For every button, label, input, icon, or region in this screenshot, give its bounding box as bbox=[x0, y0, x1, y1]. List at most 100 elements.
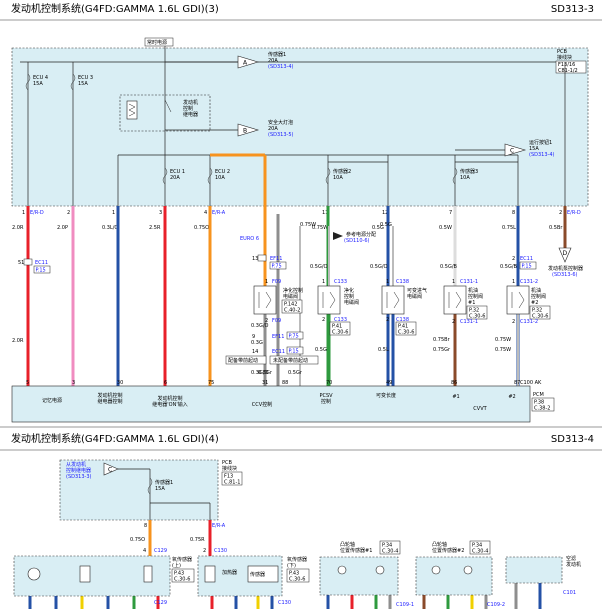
wire-gauge-mid-4: 0.5G/B bbox=[440, 264, 458, 270]
ocv1-ref bbox=[466, 305, 488, 320]
ef11c-pin: 9 bbox=[252, 334, 255, 340]
c138b-pin: 2 bbox=[386, 317, 389, 323]
c138b-name: C138 bbox=[396, 317, 409, 323]
page-header-2: 发动机控制系统(G4FD:GAMMA 1.6L GDI)(4) SD313-4 bbox=[0, 430, 602, 450]
safety-l1: 安全大灯泡 bbox=[268, 119, 293, 126]
pcb-pin-suffix-0: E/R-D bbox=[30, 210, 44, 216]
cam1-p: P.34 bbox=[382, 543, 392, 549]
wire-gauge-mid-1: 0.5G/O bbox=[370, 264, 388, 270]
pcm-box bbox=[11, 385, 531, 423]
wire-gauge-mid-2: 0.75W bbox=[300, 222, 316, 228]
pcm-label-1-line-0: 发动机控制 bbox=[97, 392, 122, 399]
pcb-ref1: F13/16 bbox=[558, 62, 575, 68]
ef11-p: P.75 bbox=[272, 264, 282, 270]
hot2-ref: (SD313-4) bbox=[529, 152, 555, 158]
c130-pin: 2 bbox=[203, 548, 206, 554]
wire-gauge-mid-5: 0.5G/B bbox=[500, 264, 518, 270]
canister-l3: 电磁阀 bbox=[344, 299, 359, 306]
pcm-label-2: 发动机控制继电器'ON'输入 bbox=[152, 395, 187, 408]
ec11d-ref bbox=[286, 346, 304, 355]
sens1b-amp: 15A bbox=[155, 486, 165, 492]
canister-solenoid bbox=[317, 285, 341, 315]
pcb-sub: 接线块 bbox=[557, 54, 572, 61]
fuel-pump-l1: 发动机泵控制器 bbox=[548, 265, 583, 272]
pcb-pin-7: 7 bbox=[449, 210, 452, 216]
vvt-ref bbox=[395, 321, 417, 336]
ecu2-name: ECU 2 bbox=[215, 169, 230, 175]
o2-up-p: P.43 bbox=[174, 571, 184, 577]
wire-gauge-top-8: 0.75L bbox=[502, 225, 516, 231]
pcm-label-8: CVVT bbox=[473, 406, 487, 412]
pcm-pin-9: 86 bbox=[451, 380, 457, 386]
wire-gauge-mid-12: 0.5Gr bbox=[288, 370, 303, 376]
ec11-name: EC11 bbox=[35, 260, 48, 266]
ecu4-amp: 15A bbox=[33, 81, 43, 87]
vvt-solenoid bbox=[381, 285, 405, 315]
ef11-connector bbox=[257, 254, 267, 262]
pcm-ref bbox=[531, 397, 555, 412]
c133b-name: C133 bbox=[334, 317, 347, 323]
c131c-pin: 1 bbox=[512, 279, 515, 285]
pcm-pin-1: 3 bbox=[72, 380, 75, 386]
pcb-pin-suffix-9: E/R-D bbox=[567, 210, 581, 216]
note2-box bbox=[269, 355, 319, 365]
o2-dn-c: C.30-6 bbox=[289, 577, 305, 583]
ecu2-amp: 10A bbox=[215, 175, 225, 181]
ocv1-l2: 控制阀 bbox=[468, 293, 483, 300]
w2-1: 0.75R bbox=[190, 537, 205, 543]
tag-c: C bbox=[510, 148, 514, 155]
c129-pin: 4 bbox=[143, 548, 146, 554]
ecu1-amp: 20A bbox=[170, 175, 180, 181]
connector-c2-icon bbox=[103, 462, 119, 476]
ef11-name: EF11 bbox=[270, 256, 282, 262]
wire-gauge-bot-4: 0.75W bbox=[495, 347, 511, 353]
o2-dn-heater-icon bbox=[204, 565, 216, 583]
ec11d-pin: 14 bbox=[252, 349, 258, 355]
pcm-label-3: CCV控制 bbox=[252, 401, 272, 408]
o2-dn-ref bbox=[286, 568, 310, 583]
ef11c-p: P.75 bbox=[289, 334, 299, 340]
cam2-box bbox=[415, 556, 493, 596]
vvt-p: P.41 bbox=[398, 324, 408, 330]
purge-p: P.142 bbox=[284, 302, 297, 308]
sens1b-fuse-icon bbox=[147, 477, 153, 495]
from-ref: (SD313-3) bbox=[66, 474, 92, 480]
pcm-label-3-line-0: CCV控制 bbox=[252, 401, 272, 408]
c130-name: C130 bbox=[214, 548, 227, 554]
wire-gauge-top-4: 0.75O bbox=[194, 225, 209, 231]
air-box bbox=[505, 556, 563, 584]
safety-ref: (SD313-5) bbox=[268, 132, 294, 138]
pcb2-name: PCB bbox=[222, 460, 233, 466]
pin-e: E/R-A bbox=[212, 523, 226, 529]
pcm-p: P.38 bbox=[534, 400, 544, 406]
wire-gauge-top-7: 0.5W bbox=[439, 225, 452, 231]
hot2-l2: 15A bbox=[529, 146, 539, 152]
c133a-pin: 1 bbox=[322, 279, 325, 285]
tag-a: A bbox=[243, 60, 248, 67]
sens1b-name: 传感器1 bbox=[155, 479, 173, 486]
cam2-sensor-icon bbox=[431, 565, 441, 575]
ecu3-fuse-icon bbox=[70, 73, 76, 91]
ec11-pin: 51 bbox=[18, 260, 24, 266]
connector-b-icon bbox=[237, 123, 260, 137]
c109a: C109-1 bbox=[396, 602, 414, 608]
pcm-pin-8: 49 bbox=[386, 380, 392, 386]
cam1-sensor-icon bbox=[337, 565, 347, 575]
connector-c-icon bbox=[504, 143, 527, 157]
o2-up-l1: 氧传感器 bbox=[172, 556, 192, 563]
c131a-name: C131-1 bbox=[460, 279, 478, 285]
ec11-connector bbox=[23, 258, 33, 266]
ecu4-fuse-icon bbox=[25, 73, 31, 91]
c131b-name: C131-1 bbox=[460, 319, 478, 325]
hot-at-all-times-box bbox=[144, 37, 174, 47]
c101: C101 bbox=[563, 590, 576, 596]
pcm-pin-3: 6 bbox=[164, 380, 167, 386]
ec11-ref-box bbox=[33, 265, 51, 274]
pcm-label-4-line-1: 控制 bbox=[321, 398, 331, 405]
sens2-name: 传感器2 bbox=[333, 168, 351, 175]
pcm-label-1-line-1: 继电器控制 bbox=[97, 398, 122, 405]
ocv2-c: C.30-6 bbox=[532, 314, 548, 320]
c133a-name: C133 bbox=[334, 279, 347, 285]
vvt-c: C.30-6 bbox=[398, 330, 414, 336]
